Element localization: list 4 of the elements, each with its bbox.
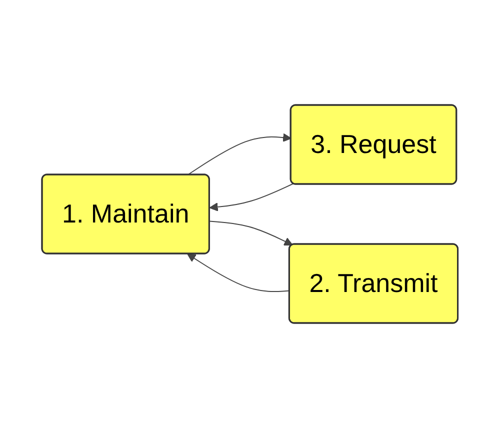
arrow bbox=[187, 254, 290, 292]
arrow bbox=[209, 220, 294, 246]
arrow bbox=[187, 133, 292, 176]
arrow bbox=[209, 183, 294, 212]
